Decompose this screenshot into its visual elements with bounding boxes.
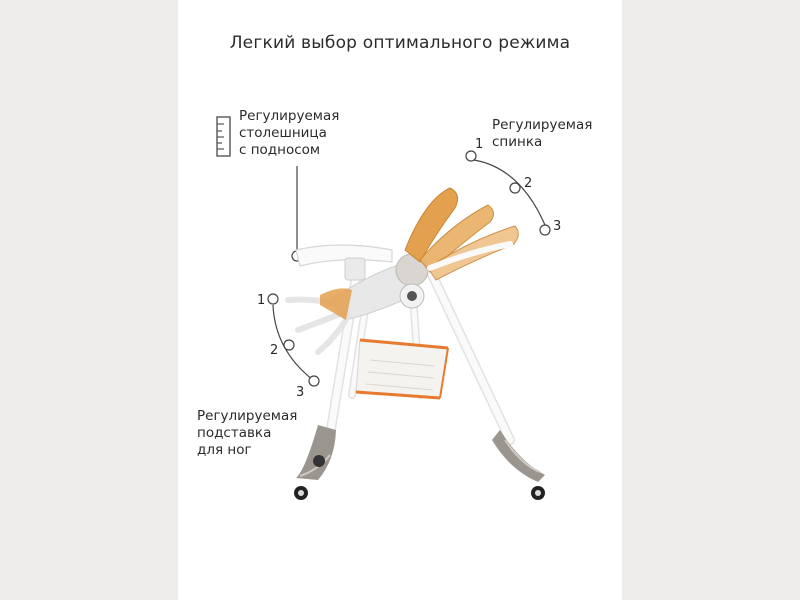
footrest-shapes xyxy=(285,288,352,355)
backrest-position-2-marker xyxy=(509,182,521,194)
backrest-label: Регулируемая спинка xyxy=(492,117,593,150)
footrest-position-2-marker xyxy=(283,339,295,351)
ruler-icon xyxy=(216,116,231,157)
backrest-position-3: 3 xyxy=(553,219,561,234)
page-title: Легкий выбор оптимального режима xyxy=(229,33,571,53)
backrest-shapes xyxy=(404,187,519,281)
backrest-position-1-marker xyxy=(465,150,477,162)
footrest-label: Регулируемая подставка для ног xyxy=(197,408,298,458)
footrest-position-2: 2 xyxy=(270,343,278,358)
backrest-position-1: 1 xyxy=(475,137,483,152)
backrest-position-2: 2 xyxy=(524,176,532,191)
footrest-position-1-marker xyxy=(267,293,279,305)
wheels xyxy=(294,425,545,500)
footrest-position-3: 3 xyxy=(296,385,304,400)
tray xyxy=(295,244,393,281)
storage-basket xyxy=(355,338,449,400)
backrest-callout: 1 2 3 xyxy=(465,137,561,236)
footrest-position-3-marker xyxy=(308,375,320,387)
seat xyxy=(329,253,429,321)
footrest-position-1: 1 xyxy=(257,293,265,308)
tray-callout xyxy=(291,166,303,262)
tray-label: Регулируемая столешница с подносом xyxy=(239,108,340,158)
backrest-position-3-marker xyxy=(539,224,551,236)
footrest-callout: 1 2 3 xyxy=(257,293,320,400)
